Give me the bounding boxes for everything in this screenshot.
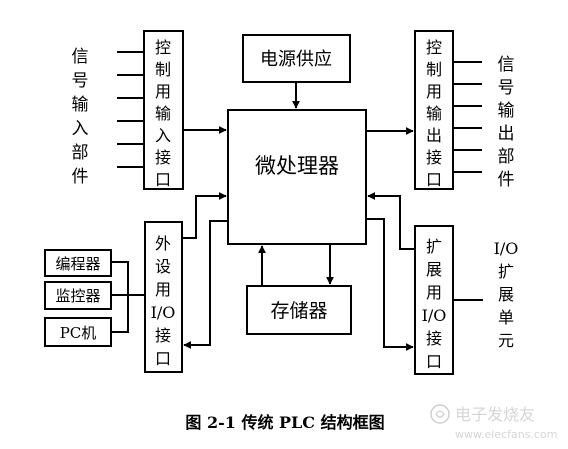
output-interface-label-char: 出 [426,126,442,145]
output-signal-lines [453,61,482,173]
input-parts-label-char: 件 [72,167,89,187]
output-parts-label-char: 输 [498,101,515,121]
input-parts-label-char: 部 [72,143,89,163]
output-interface-label-char: 口 [426,170,442,189]
input-parts-label-char: 输 [72,95,89,115]
io-expansion-unit-label-char: 扩 [498,262,514,281]
input-interface-label-char: 控 [155,38,171,57]
expansion-interface-label-char: 用 [426,283,442,302]
output-interface-label-char: 接 [426,148,442,167]
peripheral-interface-label: 外设用 I/O 接口 [151,234,176,368]
expansion-interface-label: 扩展用 I/O 接口 [422,237,447,371]
peripheral-to-cpu-arrow [182,192,227,239]
memory-box [246,285,352,335]
input-interface-label-char: 入 [155,126,171,145]
io-expansion-unit-label-char: 单 [498,308,514,327]
peripheral-interface-label-char: I/O [151,303,176,322]
cpu-label: 微处理器 [255,154,339,178]
cpu-to-expansion-arrow [366,218,414,351]
output-parts-label-char: 出 [498,124,515,144]
cpu-to-peripheral-arrow [183,220,228,349]
io-expansion-unit-label-char: 元 [498,331,514,350]
input-parts-label-char: 号 [72,71,89,91]
input-interface-box [143,30,184,190]
watermark-url: www.elecfans.com [455,428,557,441]
peripheral-device-connectors [111,261,145,333]
output-parts-label-char: 号 [498,78,515,98]
output-interface-label-char: 控 [426,38,442,57]
input-interface-label-char: 接 [155,148,171,167]
input-interface-label-char: 口 [155,170,171,189]
expansion-interface-box [414,225,454,375]
output-parts-label-char: 信 [498,55,515,75]
programmer-box [44,249,112,277]
output-parts-label-char: 部 [498,147,515,167]
peripheral-interface-label-char: 接 [155,326,171,345]
expansion-interface-label-char: 扩 [426,237,442,256]
peripheral-interface-label-char: 口 [155,349,171,368]
input-parts-label-char: 入 [72,119,89,139]
expansion-interface-label-char: I/O [422,306,447,325]
output-parts-label-char: 件 [498,170,515,190]
input-interface-label-char: 用 [155,82,171,101]
input-signal-lines [117,51,144,168]
monitor-box [44,281,112,310]
input-parts-label-char: 信 [72,47,89,67]
pc-box [44,317,112,347]
peripheral-interface-label-char: 设 [155,257,171,276]
peripheral-interface-box [144,221,183,373]
watermark: 电子发烧友 www.elecfans.com [430,404,557,441]
peripheral-interface-label-char: 用 [155,280,171,299]
cpu-box [227,109,367,245]
power-supply-label: 电源供应 [260,49,332,70]
power-supply-box [242,34,351,83]
io-expansion-unit-label-char: 展 [498,285,514,304]
io-expansion-unit-label-char: I/O [494,239,519,258]
output-interface-label-char: 用 [426,82,442,101]
programmer-label: 编程器 [55,255,100,273]
expansion-to-cpu-arrow [367,192,415,250]
input-interface-label-char: 制 [155,60,171,79]
monitor-label: 监控器 [55,287,100,305]
output-interface-label-char: 输 [426,104,442,123]
output-interface-label-char: 制 [426,60,442,79]
expansion-interface-label-char: 展 [426,260,442,279]
watermark-cn: 电子发烧友 [455,405,535,424]
memory-label: 存储器 [270,300,327,322]
figure-caption: 图 2-1 传统 PLC 结构框图 [185,413,384,432]
expansion-interface-label-char: 接 [426,329,442,348]
peripheral-interface-label-char: 外 [155,234,171,253]
pc-label: PC机 [60,324,97,342]
output-interface-box [414,30,454,190]
input-interface-label-char: 输 [155,104,171,123]
expansion-interface-label-char: 口 [426,352,442,371]
